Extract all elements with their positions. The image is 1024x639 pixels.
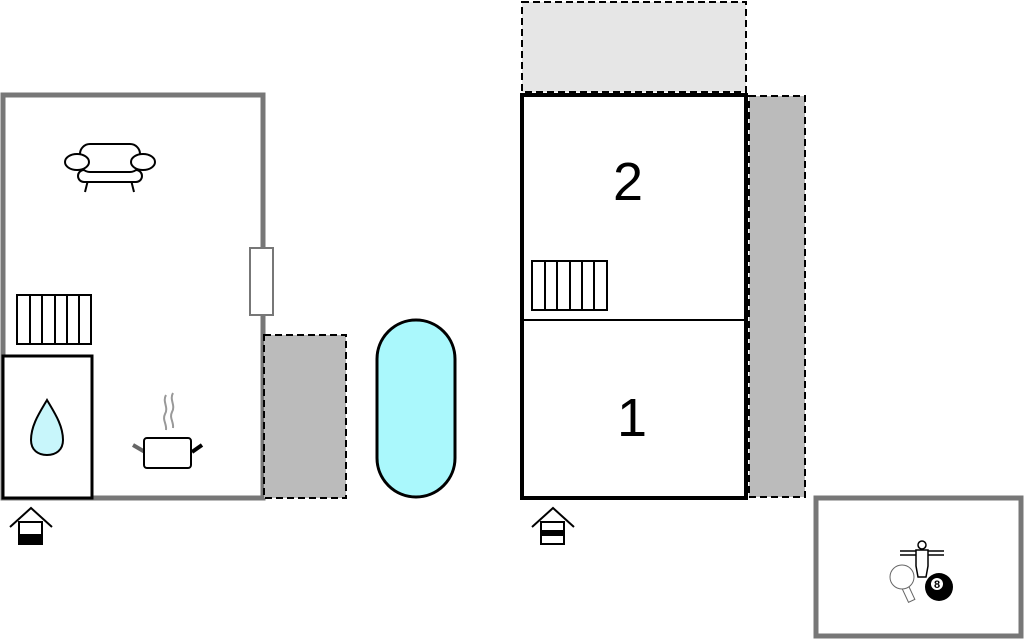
right-building: 2 1 xyxy=(520,93,748,545)
ping-pong-icon xyxy=(889,564,916,603)
window xyxy=(249,247,274,316)
billiard-ball-icon: 8 xyxy=(925,573,953,601)
right-terrace xyxy=(748,95,806,498)
cooking-pot-icon xyxy=(131,392,204,469)
game-room: 8 xyxy=(813,495,1024,639)
radiator-icon xyxy=(16,294,92,345)
room-label-2: 2 xyxy=(613,152,643,212)
left-terrace xyxy=(263,334,347,499)
entrance-icon[interactable] xyxy=(9,506,53,545)
balcony xyxy=(521,1,747,93)
left-building xyxy=(0,92,274,545)
entrance-icon[interactable] xyxy=(531,506,575,545)
foosball-icon xyxy=(900,540,944,578)
room-label-1: 1 xyxy=(617,388,647,448)
ball-number: 8 xyxy=(934,579,940,591)
water-drop-icon xyxy=(29,398,65,457)
pool-icon xyxy=(375,318,457,499)
radiator-icon xyxy=(531,260,608,311)
sofa-icon xyxy=(64,143,156,193)
